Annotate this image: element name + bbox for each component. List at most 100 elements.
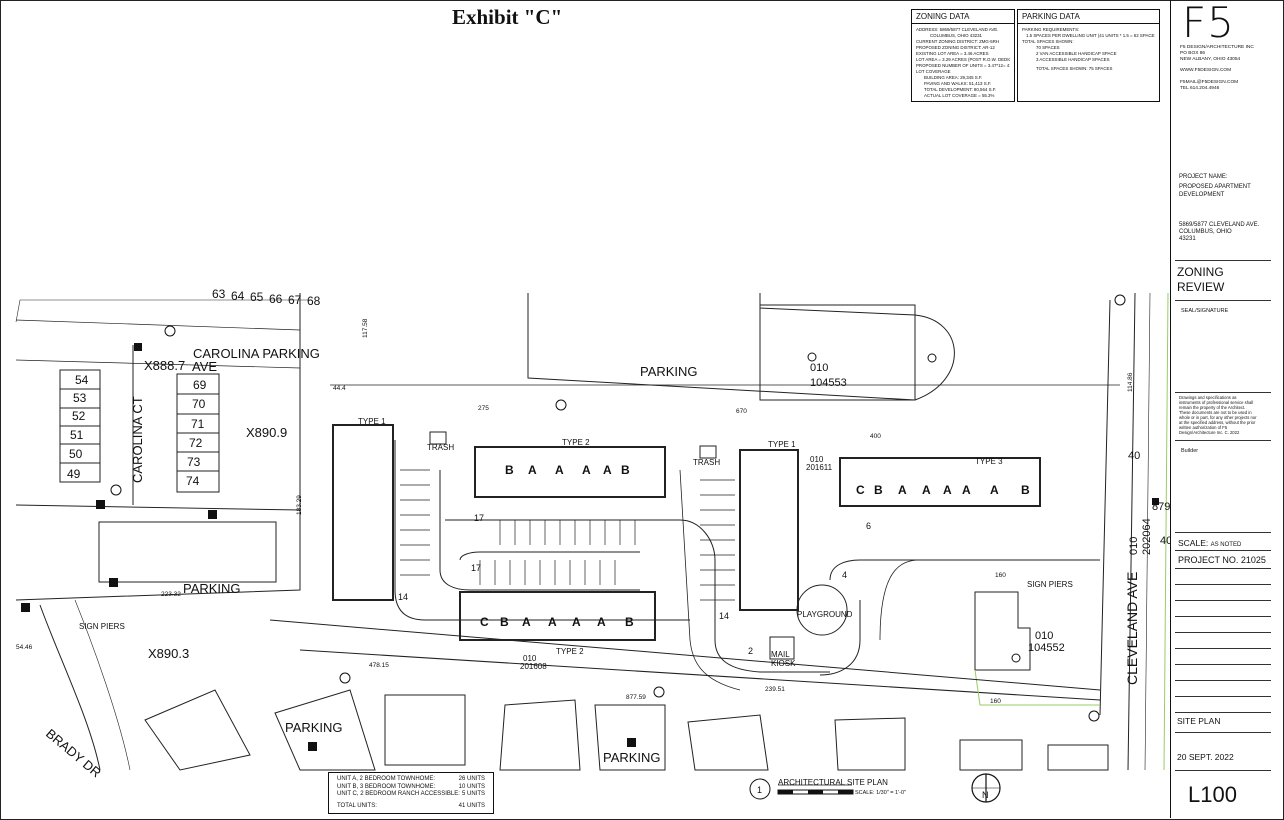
neighbor-lot <box>594 704 666 771</box>
dimension: 877.59 <box>626 694 646 701</box>
green-boundary <box>974 669 1100 706</box>
firm-name: F5 DESIGN/ARCHITECTURE INC <box>1180 45 1254 50</box>
zoning-line: LOT AREA = 3.29 ACRES (POST R.O.W. DEDIC… <box>916 57 1010 62</box>
playground-label: PLAYGROUND <box>797 610 853 619</box>
lot-number: 53 <box>73 391 87 405</box>
lot-number: 63 <box>212 287 226 301</box>
exhibit-title: Exhibit "C" <box>452 5 563 29</box>
project-address: COLUMBUS, OHIO <box>1179 229 1232 235</box>
stall-count: 17 <box>471 563 481 573</box>
cleveland-ave-label: CLEVELAND AVE <box>1124 572 1140 685</box>
disclaimer-line: whole or in part, for any other projects… <box>1179 415 1257 420</box>
project-name: DEVELOPMENT <box>1179 192 1225 198</box>
divider <box>1175 696 1271 697</box>
disclaimer-line: written authorization of F5 <box>1179 425 1228 430</box>
unit-count: 5 UNITS <box>461 791 485 797</box>
stall-count: 2 <box>748 646 753 656</box>
firm-website: WWW.F5DESIGN.COM <box>1180 68 1232 73</box>
stall-count: 4 <box>842 570 847 580</box>
parcel-number: 202064 <box>1141 518 1153 555</box>
property-line <box>1099 299 1111 716</box>
zoning-line: ACTUAL LOT COVERAGE = 55.3% <box>924 93 995 98</box>
builder-label: Builder <box>1181 448 1199 454</box>
divider <box>1175 440 1271 441</box>
zoning-line: COLUMBUS, OHIO 43231 <box>930 33 982 38</box>
unit-letter: A <box>603 463 612 477</box>
unit-letter: A <box>990 483 999 497</box>
divider <box>1175 648 1271 649</box>
lot-number: 68 <box>307 294 321 308</box>
lot-number: 64 <box>231 289 245 303</box>
unit-label: UNIT C, 2 BEDROOM RANCH ACCESSIBLE: <box>337 791 460 797</box>
unit-letter: A <box>572 615 581 629</box>
scale-field: SCALE: AS NOTED <box>1178 538 1241 548</box>
parking-line: PARKING REQUIREMENTS: <box>1022 27 1080 32</box>
seal-label: SEAL/SIGNATURE <box>1181 308 1229 314</box>
carolina-parking-lot <box>98 521 277 583</box>
unit-letter: C <box>480 615 489 629</box>
unit-letter: A <box>962 483 971 497</box>
sign-piers-label: SIGN PIERS <box>79 622 125 631</box>
firm-logo: F5 <box>1182 0 1235 47</box>
sign-piers-label: SIGN PIERS <box>1027 580 1073 589</box>
divider <box>1175 392 1271 393</box>
unit-letter: A <box>943 483 952 497</box>
parcel-number: 010 <box>810 455 824 464</box>
disclaimer-line: Drawings and specifications as <box>1179 395 1237 400</box>
parking-line: 70 SPACES <box>1036 45 1060 50</box>
brady-dr-curve <box>74 599 131 771</box>
parking-data-box: PARKING DATA PARKING REQUIREMENTS: 1.5 S… <box>1017 9 1160 102</box>
neighbor-lot <box>499 699 581 771</box>
project-address: 5869/5877 CLEVELAND AVE. <box>1179 222 1260 228</box>
unit-letter: A <box>898 483 907 497</box>
zoning-line: PAVING AND WALKS: 51,413 S.F. <box>924 81 992 86</box>
divider <box>1175 532 1271 533</box>
neighbor-lot <box>274 689 376 771</box>
building-type1-east <box>739 449 799 611</box>
dimension: 40 <box>1128 450 1140 462</box>
unit-letter: C <box>856 483 865 497</box>
site-markers <box>21 343 1159 751</box>
firm-address: PO BOX 86 <box>1180 51 1206 56</box>
property-line <box>15 293 301 601</box>
building-type2-south <box>459 591 656 641</box>
unit-row: UNIT B, 3 BEDROOM TOWNHOME:10 UNITS <box>337 784 485 792</box>
drawing-number: 1 <box>757 785 762 795</box>
zoning-line: EXISTING LOT AREA = 3.46 ACRES <box>916 51 989 56</box>
lot-number: 74 <box>186 474 200 488</box>
divider <box>1175 300 1271 301</box>
site-plan-drawing: PARKING PARKING PARKING PARKING CAROLINA… <box>15 287 1170 803</box>
building-type-label: TYPE 2 <box>556 647 584 656</box>
divider <box>1175 680 1271 681</box>
unit-letter: A <box>582 463 591 477</box>
lot-number: 70 <box>192 397 206 411</box>
unit-count: 10 UNITS <box>458 783 485 790</box>
unit-letter: A <box>922 483 931 497</box>
building-type-label: TYPE 1 <box>358 417 386 426</box>
parcel-number: 010 <box>523 654 537 663</box>
project-number: PROJECT NO. 21025 <box>1178 555 1266 565</box>
drive-aisle <box>439 470 640 591</box>
zoning-data-title: ZONING DATA <box>912 10 1014 24</box>
divider <box>1175 632 1271 633</box>
cleveland-ave-edge <box>1144 292 1151 771</box>
parcel-number: 104553 <box>810 377 847 389</box>
spot-elevation: X890.3 <box>148 646 189 661</box>
disclaimer-line: remain the property of the Architect. <box>1179 405 1246 410</box>
project-name-label: PROJECT NAME: <box>1179 174 1228 180</box>
disclaimer-line: These documents are not to be used in <box>1179 410 1252 415</box>
project-address: 43231 <box>1179 236 1196 242</box>
lot-number: 67 <box>288 293 302 307</box>
unit-letter: B <box>1021 483 1030 497</box>
parking-line: TOTAL SPACES SHOWN: <box>1022 39 1074 44</box>
scale-label: SCALE: <box>1178 538 1209 548</box>
project-name: PROPOSED APARTMENT <box>1179 184 1251 190</box>
unit-letter: A <box>522 615 531 629</box>
parcel-number: 010 <box>1128 537 1140 555</box>
divider <box>1175 732 1271 733</box>
building-type2-north <box>474 446 666 498</box>
zoning-line: ADDRESS: 5869/5877 CLEVELAND AVE. <box>916 27 999 32</box>
lot-number: 50 <box>69 447 83 461</box>
trash-label: TRASH <box>427 443 454 452</box>
drawing-number-bubble <box>749 778 771 800</box>
